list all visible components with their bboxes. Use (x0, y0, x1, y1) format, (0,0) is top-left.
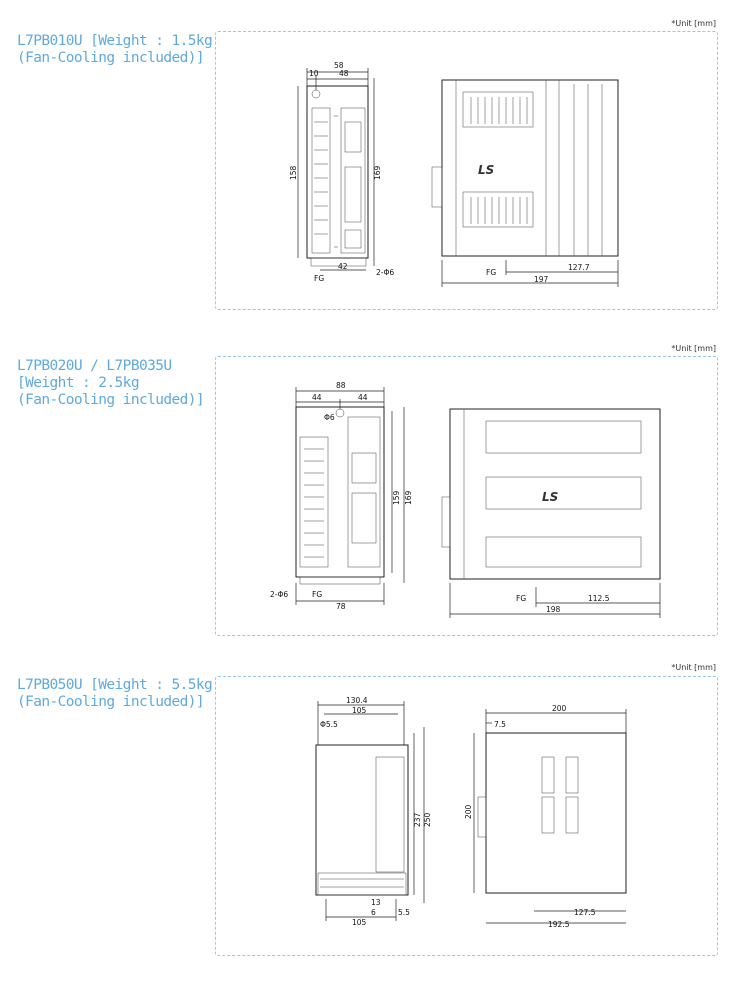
title-line: (Fan-Cooling included)] (17, 392, 205, 408)
front-width-left: 10 (309, 69, 319, 78)
front-bottom-small-2: 6 (371, 908, 376, 917)
front-bottom-small-3: 5.5 (398, 908, 410, 917)
side-bottom-depth: 192.5 (548, 920, 570, 929)
side-view (431, 79, 619, 287)
title-line: L7PB010U [Weight : 1.5kg (17, 33, 213, 49)
front-bottom-width: 78 (336, 602, 346, 611)
front-height-outer: 169 (404, 490, 413, 505)
front-width-right: 48 (339, 69, 349, 78)
side-total-depth: 200 (552, 704, 567, 713)
front-width-inner: 105 (352, 706, 367, 715)
model-title-1: L7PB010U [Weight : 1.5kg (Fan-Cooling in… (17, 33, 217, 67)
drawing-box-2: 88 44 44 Φ6 159 169 2-Φ6 FG 78 LS FG 112… (215, 356, 718, 636)
front-width-right: 44 (358, 393, 368, 402)
side-view (441, 408, 661, 618)
drawing-box-1: 58 10 48 158 169 42 FG 2-Φ6 (215, 31, 718, 310)
front-height-outer: 250 (423, 812, 432, 827)
side-logo: LS (478, 163, 494, 177)
front-height-left: 158 (289, 165, 298, 180)
title-line: (Fan-Cooling included)] (17, 694, 205, 710)
unit-label-3: *Unit [mm] (671, 663, 716, 672)
front-height-right: 169 (373, 165, 382, 180)
front-bottom-width: 42 (338, 262, 348, 271)
front-width-total: 88 (336, 381, 346, 390)
dimension-drawing-2: 88 44 44 Φ6 159 169 2-Φ6 FG 78 LS FG 112… (270, 381, 661, 618)
side-total-depth: 197 (534, 275, 549, 284)
front-width-left: 44 (312, 393, 322, 402)
side-logo: LS (542, 490, 558, 504)
model-title-2: L7PB020U / L7PB035U [Weight : 2.5kg (Fan… (17, 358, 217, 409)
front-view (297, 68, 375, 271)
front-view (295, 387, 405, 605)
side-view (473, 709, 627, 924)
side-total-depth: 198 (546, 605, 561, 614)
front-fg-label: FG (314, 274, 324, 283)
dimension-drawing-1: 58 10 48 158 169 42 FG 2-Φ6 (289, 61, 619, 287)
front-bottom-width: 105 (352, 918, 367, 927)
title-line: [Weight : 2.5kg (17, 375, 140, 391)
front-hole-top: Φ6 (324, 413, 335, 422)
front-hole-label: 2-Φ6 (376, 268, 394, 277)
side-inner-depth: 127.7 (568, 263, 590, 272)
side-inner-depth: 127.5 (574, 908, 596, 917)
front-hole-top: Φ5.5 (320, 720, 338, 729)
title-line: L7PB020U / L7PB035U (17, 358, 172, 374)
side-fg-label: FG (516, 594, 526, 603)
front-height-inner: 159 (392, 490, 401, 505)
side-height: 200 (464, 804, 473, 819)
drawing-box-3: 130.4 105 Φ5.5 237 250 105 13 6 5.5 7.5 … (215, 676, 718, 956)
title-line: (Fan-Cooling included)] (17, 50, 205, 66)
model-title-3: L7PB050U [Weight : 5.5kg (Fan-Cooling in… (17, 677, 217, 711)
unit-label-1: *Unit [mm] (671, 19, 716, 28)
front-view (315, 701, 425, 921)
title-line: L7PB050U [Weight : 5.5kg (17, 677, 213, 693)
front-fg-label: FG (312, 590, 322, 599)
dimension-drawing-3: 130.4 105 Φ5.5 237 250 105 13 6 5.5 7.5 … (315, 696, 627, 929)
front-width-total: 130.4 (346, 696, 368, 705)
front-width-total: 58 (334, 61, 344, 70)
front-bottom-small-1: 13 (371, 898, 381, 907)
side-fg-label: FG (486, 268, 496, 277)
front-hole-label: 2-Φ6 (270, 590, 288, 599)
side-inner-depth: 112.5 (588, 594, 610, 603)
unit-label-2: *Unit [mm] (671, 344, 716, 353)
side-top-small: 7.5 (494, 720, 506, 729)
front-height-inner: 237 (413, 812, 422, 827)
